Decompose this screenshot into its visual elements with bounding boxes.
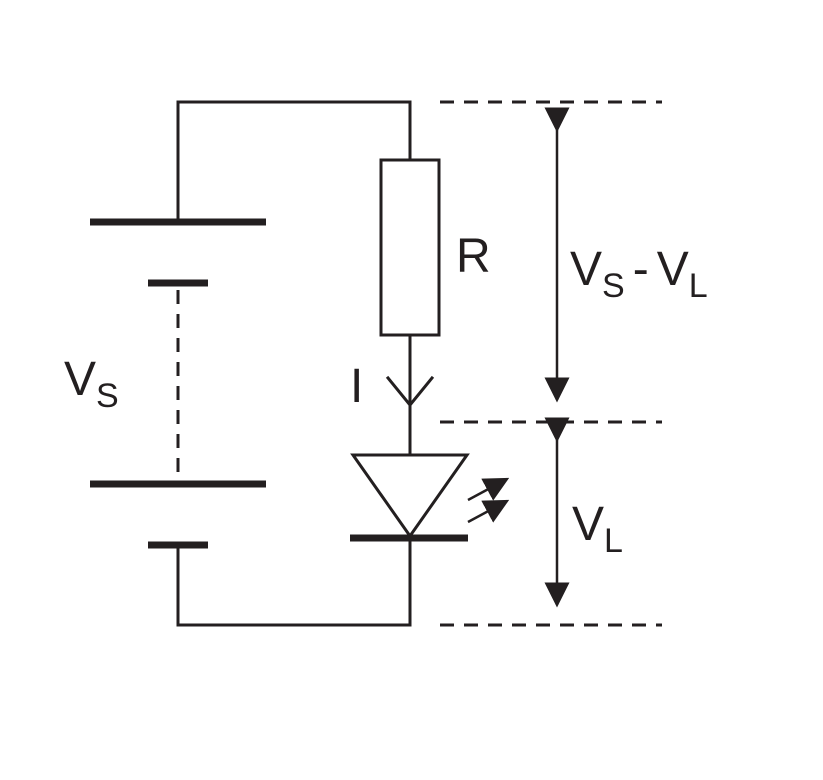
top-wire (176, 100, 412, 224)
resistor-label: R (456, 230, 491, 283)
source-voltage-label: VS (64, 353, 119, 415)
battery-symbol (90, 218, 266, 549)
led-triangle (350, 453, 470, 539)
led-light-arrow-upper (467, 477, 510, 502)
resistor-symbol (379, 158, 441, 337)
resistor-voltage-drop-label: VS-VL (570, 243, 708, 305)
led-voltage-label: VL (572, 498, 623, 560)
led-light-arrow-lower (467, 499, 510, 524)
current-arrow (385, 375, 435, 408)
current-label: I (350, 360, 363, 413)
led-symbol (350, 453, 510, 542)
bottom-wire (176, 538, 412, 627)
